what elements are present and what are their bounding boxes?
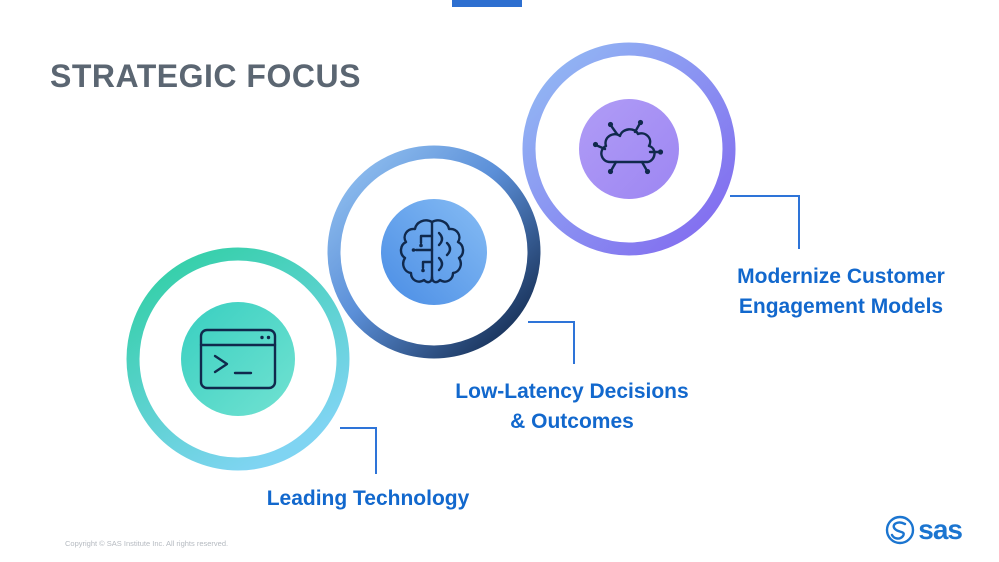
connector-modernize <box>730 195 800 249</box>
label-line: Leading Technology <box>266 487 470 510</box>
connector-leading-technology <box>340 427 377 474</box>
label-line: & Outcomes <box>510 410 634 434</box>
label-line: Engagement Models <box>738 295 944 319</box>
inner-circle-purple <box>579 99 679 199</box>
sas-logo: sas <box>884 514 963 546</box>
sas-swirl-icon <box>886 515 915 545</box>
label-modernize-engagement: Modernize Customer Engagement Models <box>716 262 966 323</box>
inner-circle-teal <box>181 302 295 416</box>
top-accent-bar <box>452 0 522 7</box>
connected-cloud-icon <box>592 119 664 175</box>
circle-modernize-engagement <box>522 42 736 256</box>
circle-low-latency-decisions <box>327 145 541 359</box>
label-low-latency-decisions: Low-Latency Decisions & Outcomes <box>441 377 703 438</box>
circle-leading-technology <box>126 247 350 471</box>
label-leading-technology: Leading Technology <box>242 484 494 514</box>
terminal-window-icon <box>199 328 277 390</box>
sas-logo-text: sas <box>918 514 963 545</box>
ring-blue-navy <box>327 145 541 359</box>
copyright-text: Copyright © SAS Institute Inc. All right… <box>65 539 229 548</box>
connector-low-latency <box>528 321 575 364</box>
label-line: Low-Latency Decisions <box>455 380 689 403</box>
page-title: STRATEGIC FOCUS <box>50 58 361 94</box>
ring-purple <box>522 42 736 256</box>
label-line: Modernize Customer <box>737 265 945 288</box>
inner-circle-blue <box>381 199 487 305</box>
circuit-brain-icon <box>399 219 465 284</box>
ring-teal <box>126 247 350 471</box>
